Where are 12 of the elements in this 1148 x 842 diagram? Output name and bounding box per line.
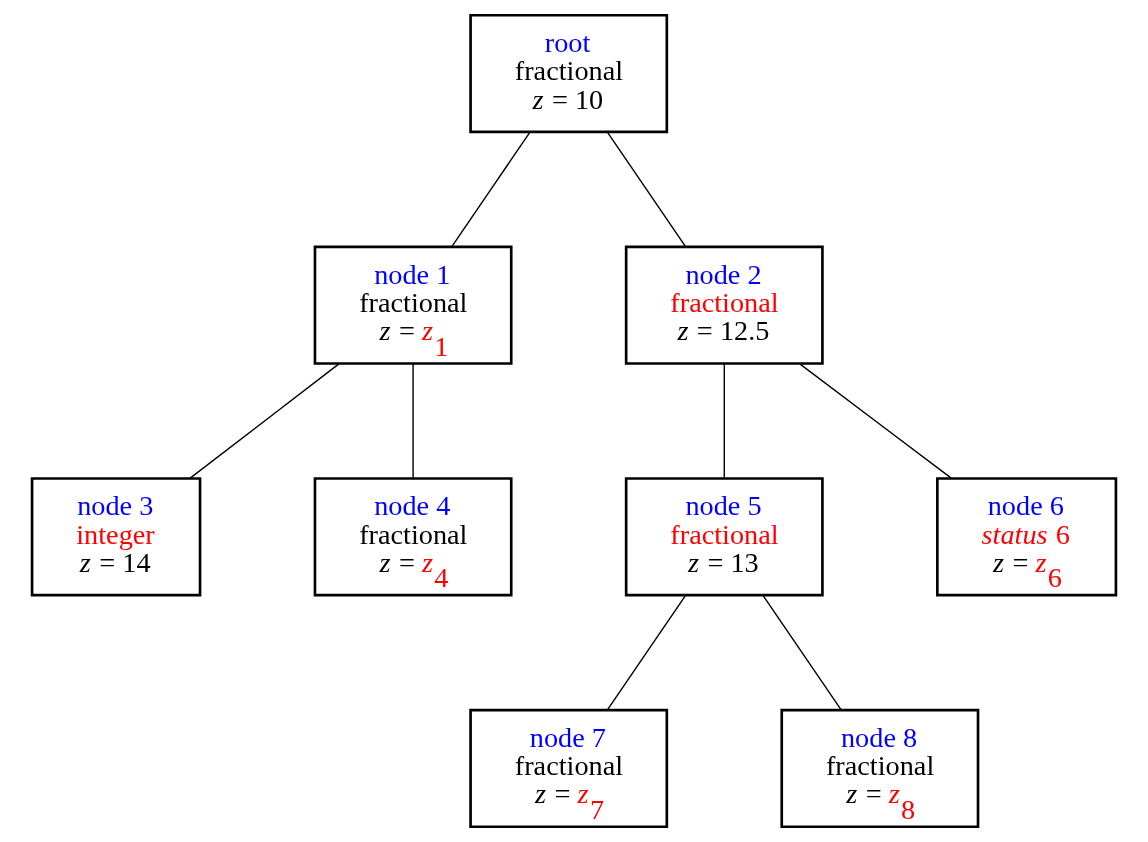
connector (799, 363, 953, 480)
connector (762, 594, 842, 711)
connector (606, 594, 687, 711)
connector (412, 363, 414, 479)
connector (451, 131, 531, 248)
node-box: node 2 fractional z = 12.5 (624, 245, 824, 365)
connector (723, 363, 725, 479)
node-box: node 5 fractional z = 13 (624, 477, 824, 597)
node-box: root fractional z = 10 (469, 13, 669, 134)
node-box: node 3 integer z = 14 (30, 477, 202, 597)
connector (606, 131, 687, 248)
connector (189, 363, 340, 480)
